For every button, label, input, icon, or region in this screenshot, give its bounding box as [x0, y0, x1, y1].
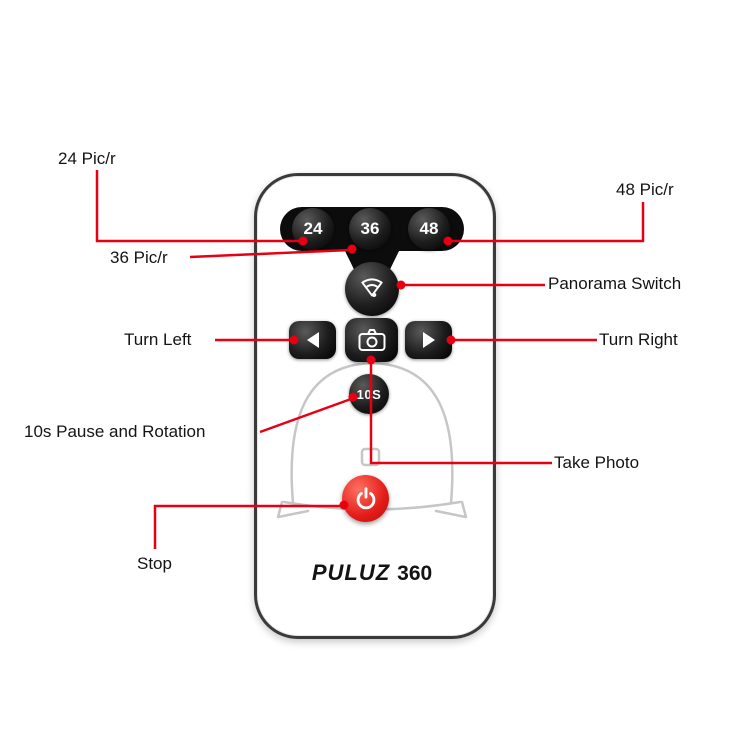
turn-right-button[interactable] [405, 321, 452, 359]
brand-name: PULUZ [311, 560, 391, 585]
label-turn-right: Turn Right [599, 330, 678, 349]
label-24-pic: 24 Pic/r [58, 149, 116, 168]
pic-36-button-label: 36 [360, 219, 380, 238]
left-arrow-icon [306, 332, 319, 348]
label-36-pic: 36 Pic/r [110, 248, 168, 267]
turn-left-button[interactable] [289, 321, 336, 359]
camera-icon [358, 329, 385, 351]
label-take-photo: Take Photo [554, 453, 640, 472]
brand-number: 360 [397, 562, 433, 585]
panorama-switch-button[interactable] [345, 262, 399, 316]
label-48-pic: 48 Pic/r [616, 180, 674, 199]
power-icon [356, 486, 375, 509]
pause-10s-button-label: 10S [356, 386, 382, 402]
brand-logo: PULUZ 360 [254, 560, 490, 586]
pause-10s-button[interactable]: 10S [349, 374, 389, 414]
label-pause: 10s Pause and Rotation [24, 422, 206, 441]
pic-24-button-label: 24 [303, 219, 323, 238]
stop-button[interactable] [342, 475, 389, 522]
label-turn-left: Turn Left [124, 330, 192, 349]
pic-48-button[interactable]: 48 [408, 208, 450, 250]
panorama-icon [361, 278, 383, 298]
take-photo-button[interactable] [345, 318, 398, 362]
pic-36-button[interactable]: 36 [349, 208, 391, 250]
label-stop: Stop [137, 554, 172, 573]
label-panorama: Panorama Switch [548, 274, 682, 293]
pic-24-button[interactable]: 24 [292, 208, 334, 250]
pic-48-button-label: 48 [419, 219, 439, 238]
right-arrow-icon [422, 332, 435, 348]
